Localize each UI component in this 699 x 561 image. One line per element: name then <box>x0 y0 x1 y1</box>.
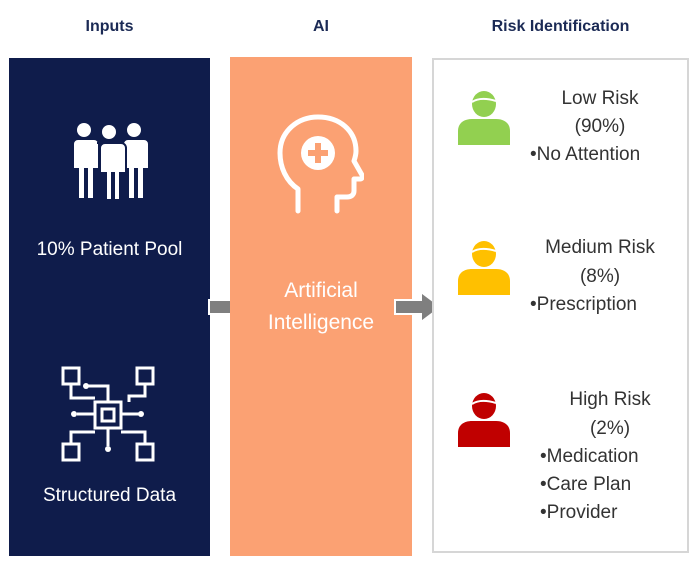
high-risk-pct: (2%) <box>589 418 631 439</box>
person-icon-medium-risk <box>458 241 510 295</box>
patient-pool-label: 10% Patient Pool <box>36 239 183 260</box>
person-icon-low-risk <box>458 91 510 145</box>
ai-label-line2: Intelligence <box>267 311 375 334</box>
arrow-right-icon <box>394 290 443 324</box>
inputs-heading: Inputs <box>85 18 134 35</box>
inputs-panel: 10% Patient Pool Structured Data <box>9 58 210 556</box>
ai-heading: AI <box>313 18 329 35</box>
people-group-icon <box>74 123 148 200</box>
high-risk-action-2: Care Plan <box>540 474 632 496</box>
risk-heading: Risk Identification <box>491 18 630 35</box>
ai-label: Artificial Intelligence <box>230 275 412 339</box>
circuit-icon <box>61 366 155 462</box>
low-risk-action: No Attention <box>530 144 641 166</box>
high-risk-title: High Risk <box>569 389 651 410</box>
ai-panel: Artificial Intelligence <box>230 57 412 556</box>
head-plus-icon <box>277 114 364 214</box>
ai-label-line1: Artificial <box>284 279 358 302</box>
person-icon-high-risk <box>458 393 510 447</box>
low-risk-title: Low Risk <box>561 88 639 109</box>
low-risk-pct: (90%) <box>574 116 626 137</box>
medium-risk-pct: (8%) <box>579 266 621 287</box>
structured-data-label: Structured Data <box>42 485 177 506</box>
medium-risk-action: Prescription <box>530 294 637 316</box>
high-risk-action-3: Provider <box>540 502 618 524</box>
high-risk-action-1: Medication <box>540 446 639 468</box>
risk-panel: Low Risk (90%) No Attention Medium Risk … <box>432 58 689 553</box>
medium-risk-title: Medium Risk <box>545 237 655 258</box>
